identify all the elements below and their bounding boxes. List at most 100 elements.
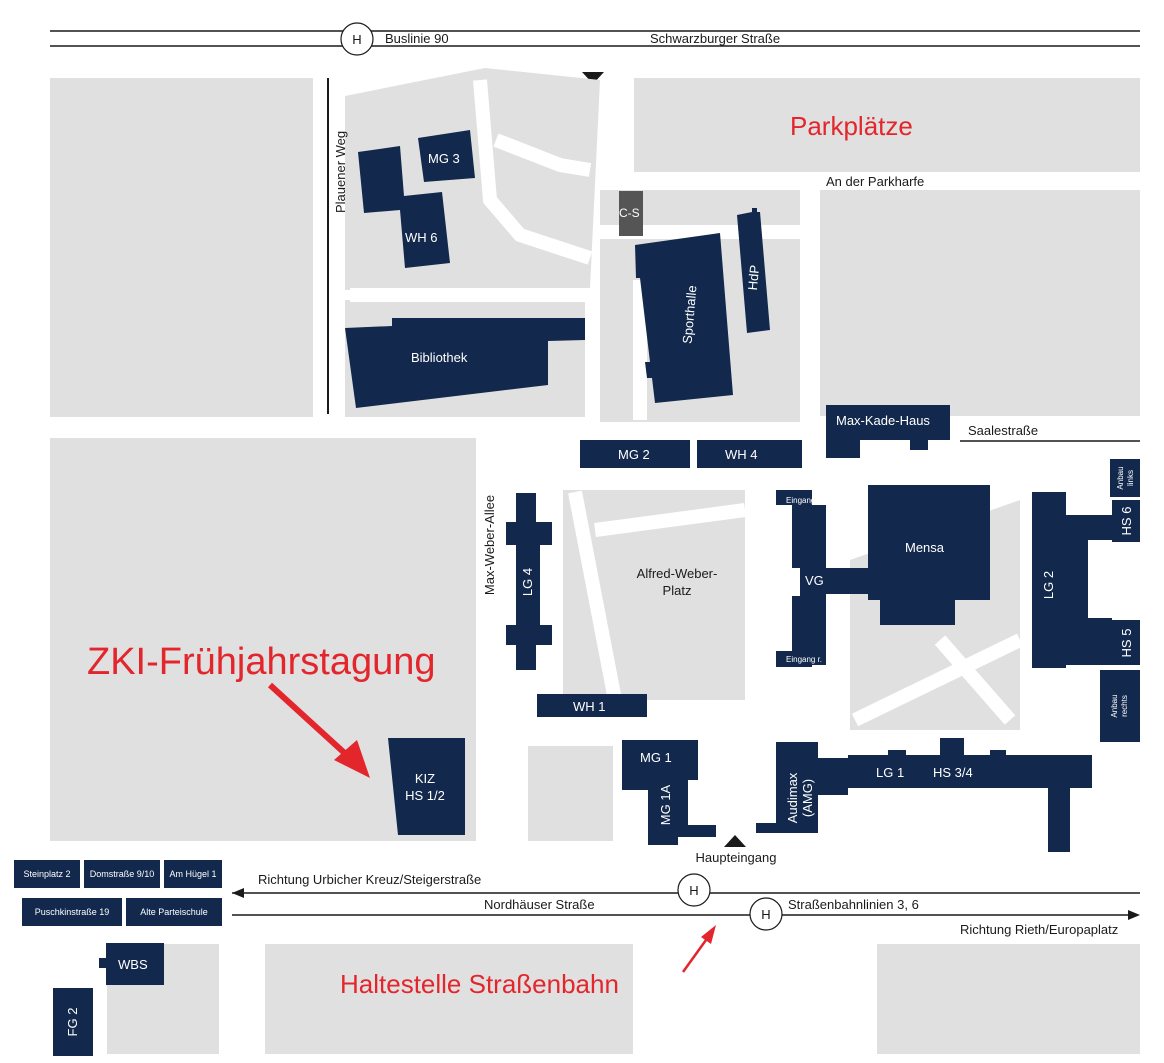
building-wh6-cluster[interactable] xyxy=(358,146,450,268)
building-mensa[interactable] xyxy=(868,485,990,625)
site-alte-parteischule[interactable] xyxy=(126,898,222,926)
schwarzburger-label: Schwarzburger Straße xyxy=(650,31,780,46)
university-buildings xyxy=(345,130,1140,852)
site-am-huegel[interactable] xyxy=(164,860,222,888)
tram-stop-arrow xyxy=(681,925,716,973)
site-steinplatz[interactable] xyxy=(14,860,80,888)
label-kiz-1: KIZ xyxy=(415,771,435,786)
bus-line-label: Buslinie 90 xyxy=(385,31,449,46)
north-entrance-marker xyxy=(582,72,604,84)
label-anbau-links-2: links xyxy=(1126,470,1135,486)
saalestrasse-label: Saalestraße xyxy=(968,423,1038,438)
label-hs5: HS 5 xyxy=(1119,629,1134,658)
building-wbs[interactable] xyxy=(99,943,164,985)
label-hs6: HS 6 xyxy=(1119,507,1134,536)
rieth-direction-label: Richtung Rieth/Europaplatz xyxy=(960,922,1118,937)
label-wh1: WH 1 xyxy=(573,699,606,714)
block-southwest-2 xyxy=(265,944,633,1054)
site-label-1: Domstraße 9/10 xyxy=(90,869,155,879)
building-mg1[interactable] xyxy=(622,740,716,845)
label-sporthalle: Sporthalle xyxy=(679,285,699,345)
site-label-4: Alte Parteischule xyxy=(140,907,208,917)
building-bibliothek[interactable] xyxy=(345,318,585,408)
bus-stop-top[interactable]: H xyxy=(340,22,374,56)
building-audimax[interactable] xyxy=(756,738,1092,852)
building-hs5[interactable] xyxy=(1112,620,1140,665)
label-mg1: MG 1 xyxy=(640,750,672,765)
label-eingang-l: Eingang l. xyxy=(786,496,822,505)
site-puschkinstrasse[interactable] xyxy=(22,898,122,926)
label-eingang-r: Eingang r. xyxy=(786,655,822,664)
building-mg2[interactable] xyxy=(580,440,690,468)
square-label-1: Alfred-Weber- xyxy=(637,566,718,581)
block-parking xyxy=(634,78,1140,172)
external-site-boxes xyxy=(14,860,222,1056)
label-wh4: WH 4 xyxy=(725,447,758,462)
building-mg3[interactable] xyxy=(418,130,475,182)
plauener-weg-label: Plauener Weg xyxy=(333,131,348,213)
parking-label: Parkplätze xyxy=(790,111,913,141)
label-audimax-2: (AMG) xyxy=(800,779,815,817)
label-mg1a: MG 1A xyxy=(658,784,673,825)
building-hdp[interactable] xyxy=(737,208,770,333)
label-lg2: LG 2 xyxy=(1041,571,1056,599)
label-cs: C-S xyxy=(619,206,640,220)
tram-stop-south[interactable]: H xyxy=(749,897,783,931)
tram-stop-north-symbol: H xyxy=(689,883,698,898)
max-weber-allee-label: Max-Weber-Allee xyxy=(482,495,497,595)
building-hs6[interactable] xyxy=(1112,500,1140,542)
building-lg4[interactable] xyxy=(506,493,552,670)
block-east-parkharfe xyxy=(820,190,1140,416)
tram-stop-north[interactable]: H xyxy=(677,873,711,907)
building-vg[interactable] xyxy=(776,490,868,667)
block-south-small xyxy=(528,746,613,841)
event-annotation: ZKI-Frühjahrstagung xyxy=(87,641,436,683)
building-max-kade[interactable] xyxy=(826,405,950,458)
label-mg3: MG 3 xyxy=(428,151,460,166)
tram-lines-label: Straßenbahnlinien 3, 6 xyxy=(788,897,919,912)
schwarzburger-strasse-road xyxy=(50,30,1140,47)
label-hdp: HdP xyxy=(745,264,762,291)
label-lg4: LG 4 xyxy=(520,568,535,596)
building-wh1[interactable] xyxy=(537,694,647,717)
main-entrance-marker xyxy=(724,835,746,847)
nordhaeuser-label: Nordhäuser Straße xyxy=(484,897,595,912)
footpaths xyxy=(350,79,1024,727)
building-wh4[interactable] xyxy=(697,440,802,468)
bus-stop-symbol: H xyxy=(352,32,361,47)
block-southeast xyxy=(877,944,1140,1054)
label-anbau-rechts-1: Anbau xyxy=(1110,694,1119,717)
event-arrow xyxy=(267,682,370,778)
label-anbau-rechts-2: rechts xyxy=(1120,695,1129,717)
label-max-kade: Max-Kade-Haus xyxy=(836,413,930,428)
building-anbau-links[interactable] xyxy=(1110,459,1140,497)
tram-stop-south-symbol: H xyxy=(761,907,770,922)
label-lg1: LG 1 xyxy=(876,765,904,780)
square-label-2: Platz xyxy=(663,583,692,598)
label-vg: VG xyxy=(805,573,824,588)
label-audimax-1: Audimax xyxy=(785,772,800,823)
label-fg2: FG 2 xyxy=(65,1008,80,1037)
building-sporthalle[interactable] xyxy=(635,233,733,403)
building-anbau-rechts[interactable] xyxy=(1100,670,1140,742)
label-mg2: MG 2 xyxy=(618,447,650,462)
building-kiz[interactable] xyxy=(388,738,465,835)
site-label-0: Steinplatz 2 xyxy=(23,869,70,879)
parkharfe-label: An der Parkharfe xyxy=(826,174,924,189)
building-fg2[interactable] xyxy=(53,988,93,1056)
main-entrance-label: Haupteingang xyxy=(696,850,777,865)
label-wbs: WBS xyxy=(118,957,148,972)
block-northwest xyxy=(50,78,313,417)
label-kiz-2: HS 1/2 xyxy=(405,788,445,803)
label-hs34: HS 3/4 xyxy=(933,765,973,780)
label-bibliothek: Bibliothek xyxy=(411,350,468,365)
site-label-3: Puschkinstraße 19 xyxy=(35,907,110,917)
building-cs[interactable] xyxy=(619,191,643,236)
site-domstrasse[interactable] xyxy=(84,860,160,888)
building-lg2[interactable] xyxy=(1032,492,1112,668)
label-anbau-links-1: Anbau xyxy=(1116,466,1125,489)
urbich-direction-label: Richtung Urbicher Kreuz/Steigerstraße xyxy=(258,872,481,887)
label-wh6: WH 6 xyxy=(405,230,438,245)
site-label-2: Am Hügel 1 xyxy=(169,869,216,879)
